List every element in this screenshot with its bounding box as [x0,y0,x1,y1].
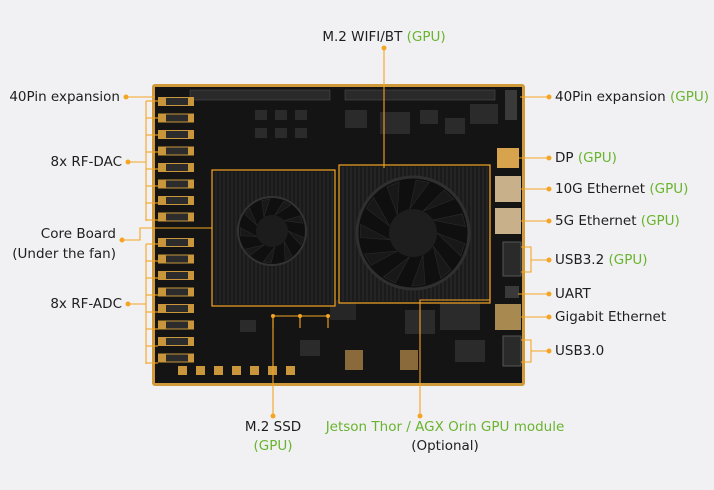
core-fan-hub-cap [257,216,287,246]
label-dp-tag: (GPU) [577,150,617,166]
label-right-40pin: 40Pin expansion (GPU) [555,89,709,106]
fan-blade [436,232,466,257]
gbe-port [495,304,521,330]
label-m2-wifi-text: M.2 WIFI/BT [322,29,403,45]
label-m2-ssd: M.2 SSD [244,419,302,435]
label-left-40pin: 40Pin expansion [9,89,120,105]
header-strip-left [189,89,331,101]
label-right-40pin-text: 40Pin expansion [555,89,666,105]
gpu-fan-hub-cap [390,210,436,256]
fan-blade [365,196,391,227]
label-10g: 10G Ethernet (GPU) [555,181,688,198]
core-heatsink-fins [215,172,333,304]
label-usb32: USB3.2 (GPU) [555,252,648,269]
fan-blade [239,227,258,237]
label-gbe: Gigabit Ethernet [555,309,667,325]
fan-blade [287,230,304,246]
fan-blade [359,223,391,241]
label-uart: UART [555,286,591,302]
label-5g-text: 5G Ethernet [555,213,637,229]
leader-dots [119,45,552,419]
label-5g: 5G Ethernet (GPU) [555,213,680,230]
fan-blade [244,244,265,256]
fan-blade [432,245,452,279]
right-40pin-header [505,90,517,120]
label-m2-ssd-tag: (GPU) [253,438,293,454]
label-10g-text: 10G Ethernet [555,181,646,197]
dp-port [497,148,519,168]
board-components [240,104,498,370]
fan-blade [244,207,258,226]
fan-blade [283,241,293,261]
usb32-port [502,241,522,277]
fan-blade [422,189,455,212]
sma-connectors [158,97,194,363]
label-m2-wifi-tag: (GPU) [406,29,446,45]
fan-blade [433,213,467,227]
eth-10g-port [495,176,521,202]
label-10g-tag: (GPU) [649,181,689,197]
fan-blade [363,250,398,266]
label-rf-adc: 8x RF-ADC [50,296,122,312]
fan-blade [284,215,304,224]
usb30-port [502,335,522,367]
label-usb32-text: USB3.2 [555,252,605,268]
label-jetson: Jetson Thor / AGX Orin GPU module [325,419,565,435]
label-right-40pin-tag: (GPU) [669,89,710,105]
label-rf-dac: 8x RF-DAC [50,154,122,170]
label-core-board: Core Board [40,226,116,242]
leader-lines [122,48,549,416]
fan-blade [274,200,292,216]
label-jetson-optional: (Optional) [411,438,479,454]
header-strip-right [344,89,496,101]
label-core-board-note: (Under the fan) [12,246,116,262]
fan-blade [411,254,426,287]
fan-blade [386,181,400,215]
label-usb32-tag: (GPU) [608,252,648,268]
label-usb30: USB3.0 [555,343,605,359]
uart-port [505,286,519,298]
eth-5g-port [495,208,521,234]
label-dp-text: DP [555,150,574,166]
label-dp: DP (GPU) [555,150,617,167]
label-m2-wifi: M.2 WIFI/BT (GPU) [300,29,468,46]
fan-blade [409,179,430,210]
fan-blade [261,198,271,218]
fan-blade [262,246,276,264]
label-5g-tag: (GPU) [640,213,680,229]
fan-blade [382,256,410,284]
